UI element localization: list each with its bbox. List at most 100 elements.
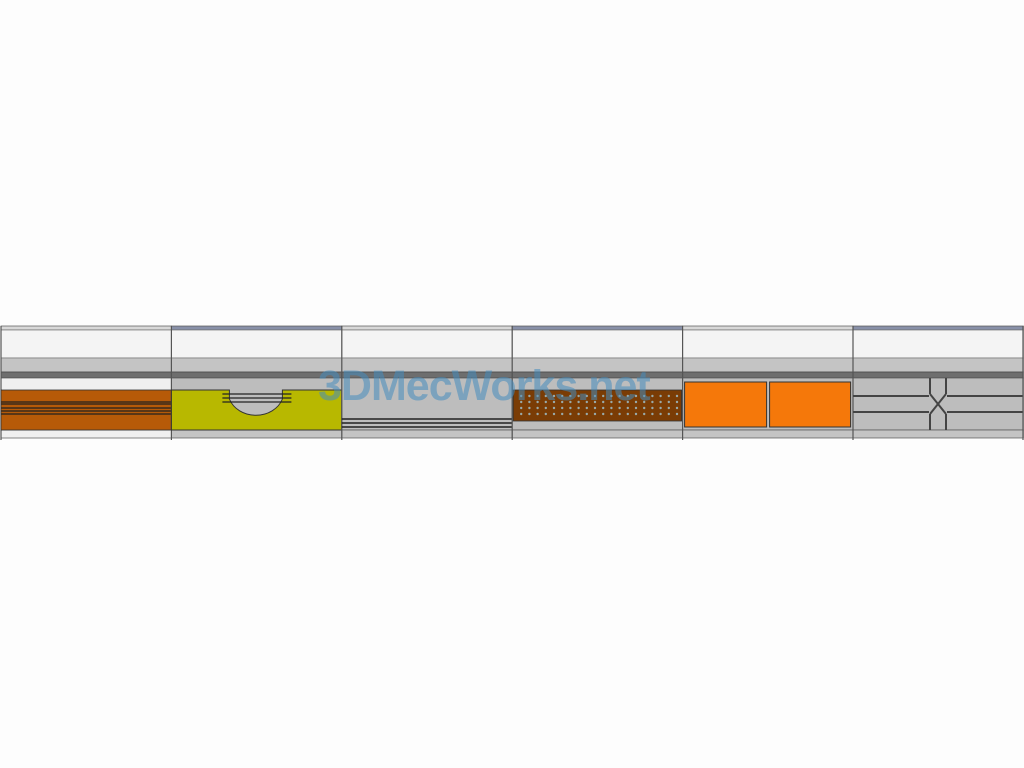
top-cap	[852, 325, 1024, 331]
glass-upper	[682, 329, 854, 359]
perforation	[626, 400, 629, 404]
base	[511, 429, 683, 439]
perforation	[659, 400, 662, 404]
glass-upper	[852, 329, 1024, 359]
perforation	[585, 412, 588, 416]
perforation	[651, 394, 654, 398]
base	[0, 429, 172, 439]
perforation	[634, 394, 638, 398]
perforation	[675, 394, 679, 398]
base	[341, 429, 513, 439]
perforation	[593, 412, 597, 416]
perforation	[610, 400, 613, 404]
glass-upper	[171, 329, 343, 359]
perforation	[552, 406, 556, 410]
perforation	[675, 406, 679, 410]
perforation	[667, 412, 670, 416]
perforation	[577, 400, 580, 404]
rail	[171, 371, 343, 379]
perforation	[659, 394, 662, 398]
top-cap	[341, 325, 513, 331]
perforation	[536, 412, 539, 416]
perforation	[561, 406, 564, 410]
line	[929, 393, 947, 415]
perforation	[561, 412, 564, 416]
perforation	[520, 412, 523, 416]
perforation	[520, 400, 523, 404]
rail	[0, 371, 172, 379]
top-cap	[171, 325, 343, 331]
perforation	[528, 400, 531, 404]
perforation	[544, 406, 547, 410]
perforation	[536, 400, 539, 404]
perforation	[643, 406, 646, 410]
counter-module-striped-orange-front	[0, 325, 172, 440]
perforation	[544, 400, 547, 404]
glass-upper	[0, 329, 172, 359]
perforation	[618, 394, 621, 398]
perforation	[552, 394, 556, 398]
rail	[852, 371, 1024, 379]
perforation	[651, 406, 654, 410]
perforation	[552, 412, 556, 416]
perforation	[618, 400, 621, 404]
door-right	[769, 381, 852, 428]
perforation	[610, 406, 613, 410]
front-panel	[0, 389, 172, 431]
perforation	[544, 394, 547, 398]
perforation	[651, 412, 654, 416]
perforation	[577, 394, 580, 398]
perforation	[561, 394, 564, 398]
top-cap	[682, 325, 854, 331]
perforation	[667, 400, 670, 404]
perforation	[634, 412, 638, 416]
base	[852, 429, 1024, 439]
watermark: 3DMecWorks.net	[318, 362, 651, 410]
perforation	[569, 394, 572, 398]
counter-module-yellow-arch-front	[170, 325, 343, 440]
front-panel	[512, 389, 683, 422]
perforation	[610, 394, 613, 398]
perforation	[552, 400, 556, 404]
perforation	[569, 406, 572, 410]
counter-module-brown-perforated-front	[511, 325, 683, 440]
perforation	[643, 400, 646, 404]
top-cap	[0, 325, 172, 331]
counter-module-gray-cross-groove-front	[852, 325, 1024, 440]
perforation	[626, 394, 629, 398]
counter-module-gray-lined-front	[341, 325, 513, 440]
perforation	[602, 412, 605, 416]
perforation	[577, 412, 580, 416]
perforation	[520, 406, 523, 410]
perforation	[561, 400, 564, 404]
glass-lower	[171, 357, 343, 373]
top-cap	[511, 325, 683, 331]
body	[341, 377, 513, 431]
glass-lower	[0, 357, 172, 373]
perforation	[536, 406, 539, 410]
perforation	[520, 394, 523, 398]
perforation	[610, 412, 613, 416]
perforation	[618, 406, 621, 410]
perforation	[602, 400, 605, 404]
perforation	[634, 400, 638, 404]
perforation	[602, 406, 605, 410]
door-left	[684, 381, 768, 428]
perforation	[626, 406, 629, 410]
perforation	[651, 400, 654, 404]
front-panel	[170, 389, 343, 431]
perforation	[593, 394, 597, 398]
counter-module-orange-double-panel-front	[681, 325, 854, 440]
perforation	[585, 394, 588, 398]
perforation	[602, 394, 605, 398]
perforation	[626, 412, 629, 416]
perforation	[544, 412, 547, 416]
perforation	[577, 406, 580, 410]
rail	[682, 371, 854, 379]
base	[682, 429, 854, 439]
perforation	[585, 400, 588, 404]
perforation	[528, 394, 531, 398]
glass-lower	[682, 357, 854, 373]
perforation	[569, 412, 572, 416]
